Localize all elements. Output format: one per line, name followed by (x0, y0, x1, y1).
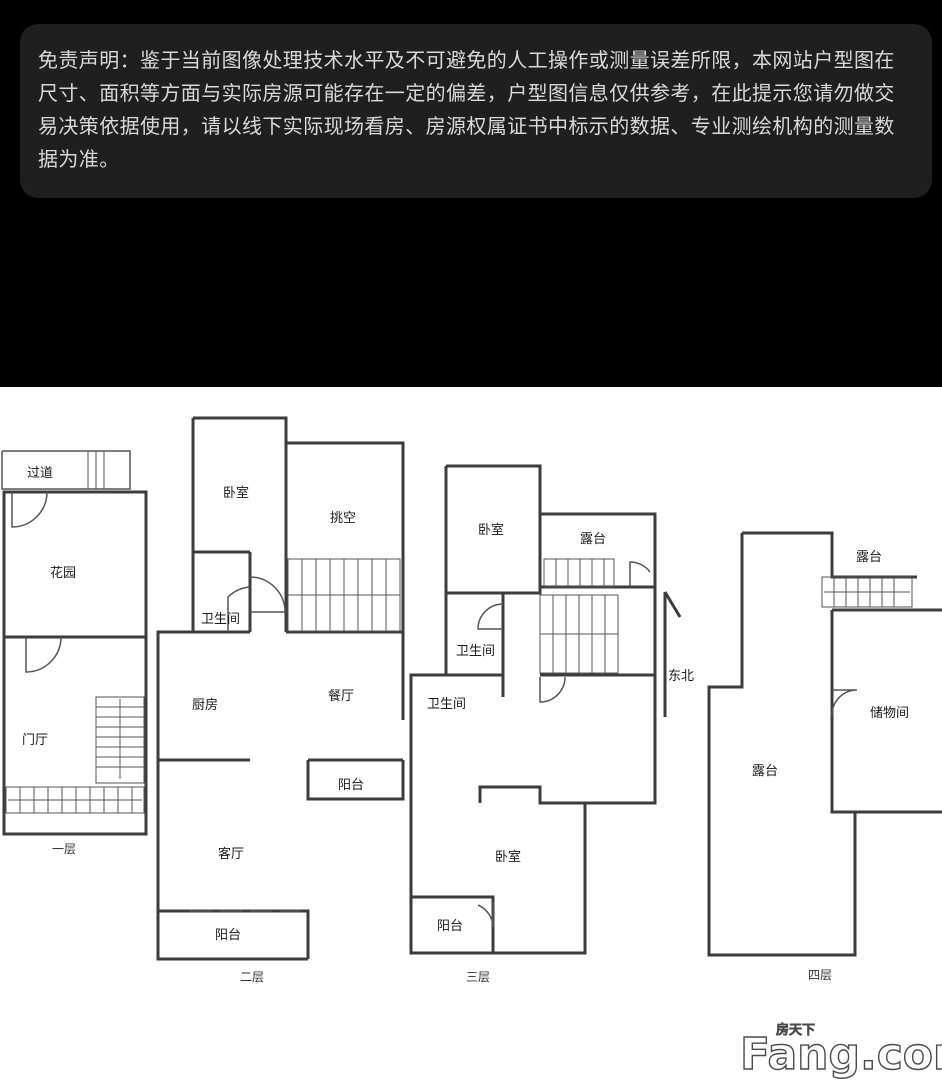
fang-watermark-logo: 房天下 Fang.com (739, 1022, 942, 1081)
disclaimer-banner: 免责声明：鉴于当前图像处理技术水平及不可避免的人工操作或测量误差所限，本网站户型… (20, 24, 932, 198)
room-label-storage: 储物间 (870, 706, 909, 721)
floor-2-plan: 卧室 挑空 卫生间 厨房 餐厅 阳台 客厅 阳台 二层 (156, 416, 405, 984)
floor-4-label: 四层 (808, 968, 832, 982)
room-label-entrance: 门厅 (22, 733, 48, 748)
room-label-f4-terrace-small: 露台 (856, 550, 882, 565)
room-label-living: 客厅 (218, 846, 244, 862)
room-label-f3-bedroom-top: 卧室 (478, 522, 504, 538)
room-label-void: 挑空 (330, 511, 356, 526)
room-label-passage: 过道 (27, 466, 53, 481)
watermark-cn-text: 房天下 (776, 1022, 815, 1038)
floor-plan-drawing: 过道 花园 门厅 一层 (1, 416, 942, 1081)
room-label-f4-terrace-big: 露台 (752, 764, 778, 779)
room-label-dining: 餐厅 (328, 688, 354, 704)
room-label-f2-bathroom: 卫生间 (201, 612, 240, 627)
room-label-f2-bedroom: 卧室 (223, 485, 249, 501)
room-label-f3-bathroom-a: 卫生间 (456, 644, 495, 659)
floor-4-plan: 露台 储物间 露台 四层 (707, 531, 942, 982)
room-label-kitchen: 厨房 (192, 697, 218, 713)
room-label-f3-terrace: 露台 (580, 532, 606, 547)
watermark-brand-text: Fang.com (740, 1029, 942, 1080)
floor-3-plan: 卧室 露台 卫生间 卫生间 卧室 阳台 东北 三层 (409, 464, 694, 984)
room-label-f3-bedroom-bottom: 卧室 (495, 849, 521, 865)
disclaimer-text: 免责声明：鉴于当前图像处理技术水平及不可避免的人工操作或测量误差所限，本网站户型… (38, 48, 895, 171)
room-label-f3-balcony: 阳台 (437, 919, 463, 934)
floor-1-plan: 过道 花园 门厅 一层 (1, 450, 148, 856)
floor-3-label: 三层 (466, 970, 490, 984)
floor-2-label: 二层 (240, 970, 264, 984)
room-label-garden: 花园 (50, 565, 76, 581)
room-label-f2-balcony-small: 阳台 (338, 778, 364, 793)
floor-plan-image: 过道 花园 门厅 一层 (0, 387, 942, 1089)
floor-1-label: 一层 (52, 842, 76, 856)
room-label-f2-balcony: 阳台 (215, 928, 241, 943)
direction-label: 东北 (668, 669, 694, 684)
room-label-f3-bathroom-b: 卫生间 (427, 697, 466, 712)
